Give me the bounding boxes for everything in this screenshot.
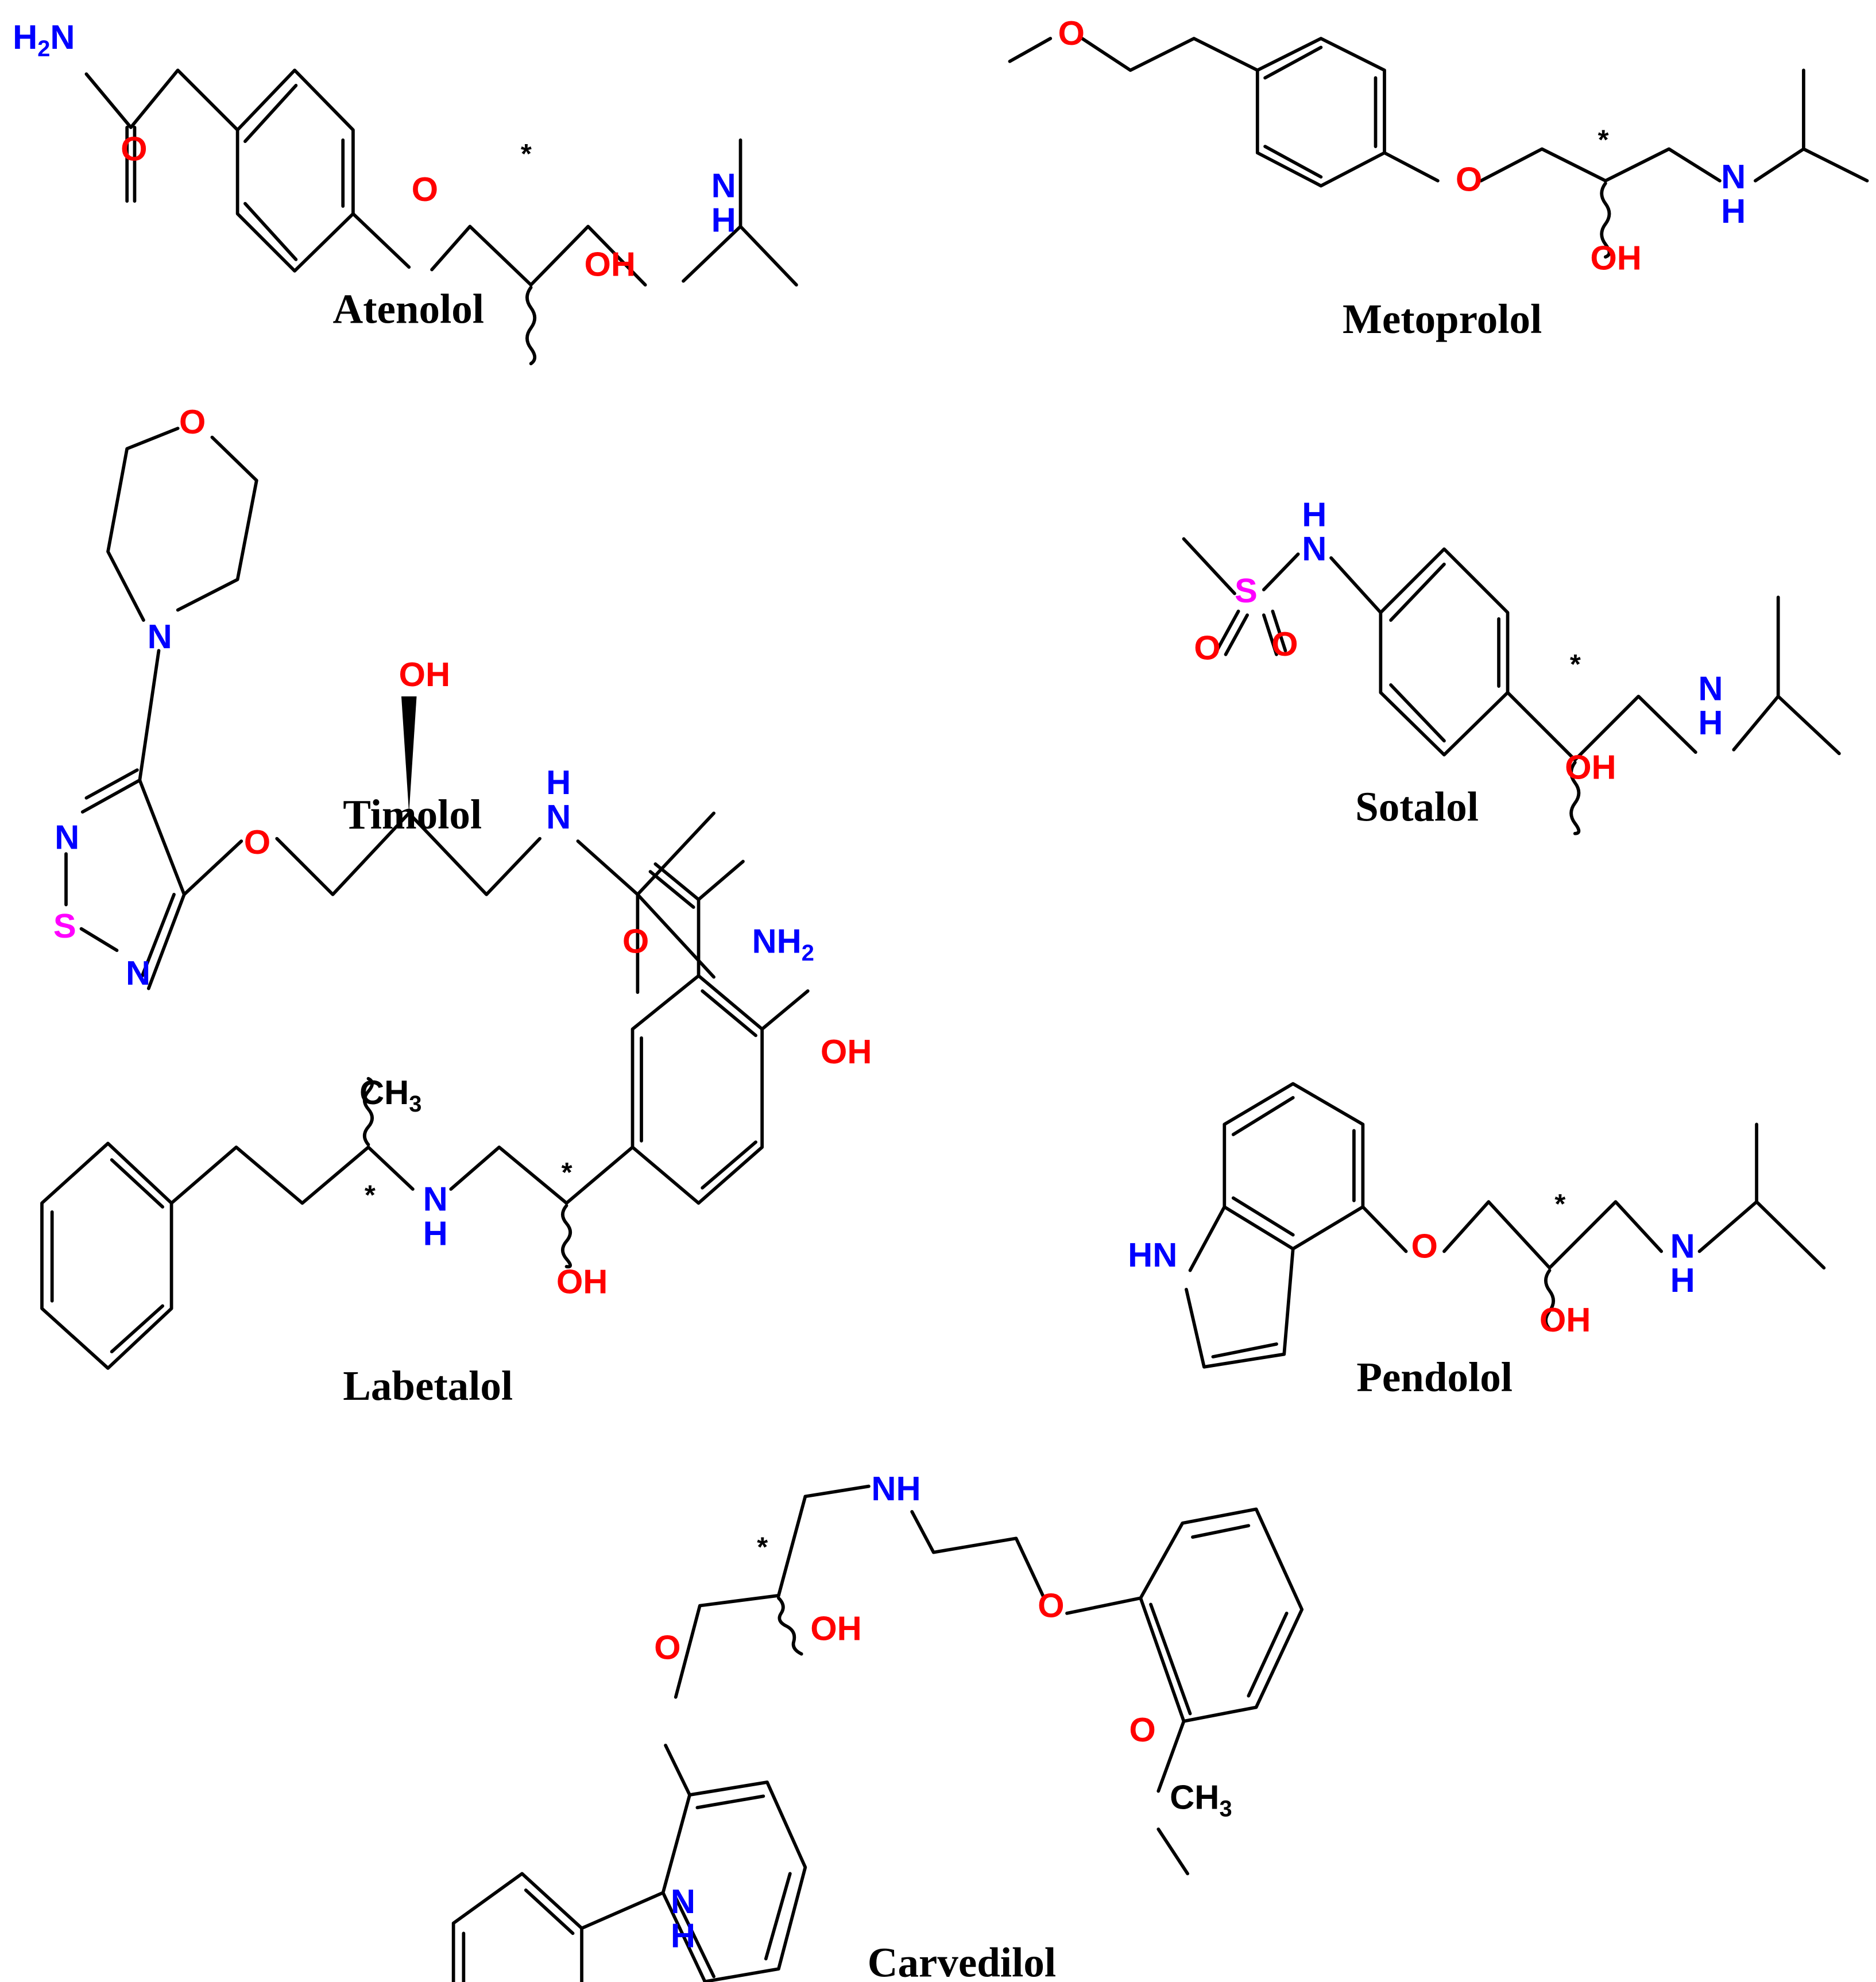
metoprolol-oh: OH <box>1590 239 1642 277</box>
labetalol-amide-nh2: NH2 <box>752 922 814 966</box>
labetalol-phenol-oh: OH <box>821 1032 872 1071</box>
carvedilol-methoxy-o: O <box>1129 1710 1155 1749</box>
metoprolol-ether-o: O <box>1456 160 1482 198</box>
labetalol-wavy-bond-oh <box>561 1203 573 1269</box>
labetalol-nh-n: N <box>423 1180 448 1218</box>
carvedilol-wavy-bond <box>777 1596 803 1656</box>
carvedilol-oh: OH <box>810 1609 862 1647</box>
carvedilol-ch3: CH3 <box>1170 1778 1232 1821</box>
sotalol-amine-n: N <box>1698 669 1723 707</box>
carvedilol-nh: NH <box>871 1469 920 1508</box>
sotalol-s: S <box>1235 571 1258 610</box>
sotalol-nh-n: N <box>1302 529 1326 568</box>
timolol-morpholine-n: N <box>148 617 172 656</box>
carvedilol-name: Carvedilol <box>868 1939 1056 1982</box>
carvedilol-bonds <box>451 1484 1304 1982</box>
carvedilol-stereocenter: * <box>757 1531 768 1562</box>
pendolol-stereocenter: * <box>1554 1189 1565 1220</box>
metoprolol-stereocenter: * <box>1598 124 1609 155</box>
atenolol-name: Atenolol <box>333 286 485 332</box>
timolol-ether-o: O <box>244 823 270 861</box>
metoprolol-name: Metoprolol <box>1343 296 1542 342</box>
sotalol-sulfonyl-o2: O <box>1271 625 1298 663</box>
timolol-bonds <box>64 427 715 994</box>
timolol-oh: OH <box>399 655 451 694</box>
pendolol-bonds <box>1185 1082 1826 1369</box>
carvedilol-carbazole-n: N <box>671 1882 695 1921</box>
atenolol-bonds <box>84 68 798 287</box>
metoprolol-nh-h: H <box>1721 192 1746 230</box>
metoprolol-bonds <box>1008 37 1869 188</box>
labetalol-name: Labetalol <box>343 1362 513 1409</box>
labetalol-wavy-bond-ch3 <box>362 1077 374 1147</box>
pendolol-wavy-bond <box>1544 1268 1556 1331</box>
atenolol-h2n-label: H2N <box>13 18 75 61</box>
molecule-labetalol: O NH2 OH CH3 * N H * OH Labetalol <box>40 860 872 1409</box>
sotalol-wavy-bond <box>1569 760 1581 835</box>
sotalol-oh: OH <box>1565 748 1616 787</box>
pendolol-name: Pendolol <box>1356 1354 1513 1400</box>
molecule-sotalol: H N S O O * N H OH Sotalol <box>1182 495 1841 835</box>
sotalol-bonds <box>1182 537 1841 762</box>
metoprolol-wavy-bond <box>1600 181 1611 259</box>
carvedilol-carbazole-h: H <box>671 1917 695 1955</box>
atenolol-ether-o: O <box>412 170 438 208</box>
molecule-pendolol: HN O * N H OH Pendolol <box>1128 1082 1826 1400</box>
timolol-ring-s: S <box>53 907 76 945</box>
pendolol-ether-o: O <box>1411 1227 1437 1265</box>
timolol-wedge-bond <box>401 696 417 814</box>
pendolol-nh-h: H <box>1670 1261 1695 1299</box>
pendolol-indole-nh: HN <box>1128 1236 1177 1274</box>
labetalol-stereocenter-1: * <box>365 1180 376 1211</box>
labetalol-amide-o: O <box>622 922 649 961</box>
molecule-atenolol: H2N O O * N H OH Atenolol <box>13 18 798 366</box>
labetalol-bonds <box>40 860 810 1370</box>
sotalol-nh-h: H <box>1302 495 1326 533</box>
sotalol-sulfonyl-o1: O <box>1194 629 1220 667</box>
timolol-nh-n: N <box>546 798 571 836</box>
sotalol-amine-h: H <box>1698 703 1723 742</box>
labetalol-oh: OH <box>556 1262 608 1300</box>
labetalol-ch3: CH3 <box>359 1073 421 1117</box>
atenolol-carbonyl-o: O <box>121 129 147 168</box>
carvedilol-ether-o1: O <box>654 1628 680 1666</box>
atenolol-stereocenter: * <box>521 138 532 169</box>
labetalol-nh-h: H <box>423 1214 448 1252</box>
carvedilol-ether-o2: O <box>1038 1586 1064 1624</box>
pendolol-nh-n: N <box>1670 1227 1695 1265</box>
atenolol-nh-h: H <box>711 200 736 239</box>
molecule-timolol: O N N S N O OH H N Timolol <box>53 402 715 994</box>
timolol-morpholine-o: O <box>179 402 206 441</box>
metoprolol-methoxy-o: O <box>1058 14 1085 52</box>
atenolol-nh-n: N <box>711 167 736 205</box>
timolol-nh-h: H <box>546 763 571 802</box>
labetalol-stereocenter-2: * <box>562 1157 573 1188</box>
timolol-ring-n2: N <box>126 954 150 992</box>
timolol-ring-n1: N <box>55 818 79 856</box>
atenolol-oh: OH <box>584 245 636 284</box>
molecule-metoprolol: O O * N H OH Metoprolol <box>1008 14 1869 342</box>
metoprolol-nh-n: N <box>1721 157 1746 196</box>
timolol-name: Timolol <box>343 791 482 838</box>
sotalol-stereocenter: * <box>1570 649 1581 680</box>
molecule-carvedilol: NH * OH O O O CH3 N H Carvedilol <box>451 1469 1304 1982</box>
atenolol-wavy-bond <box>525 285 537 366</box>
sotalol-name: Sotalol <box>1355 784 1479 830</box>
pendolol-oh: OH <box>1540 1300 1591 1339</box>
